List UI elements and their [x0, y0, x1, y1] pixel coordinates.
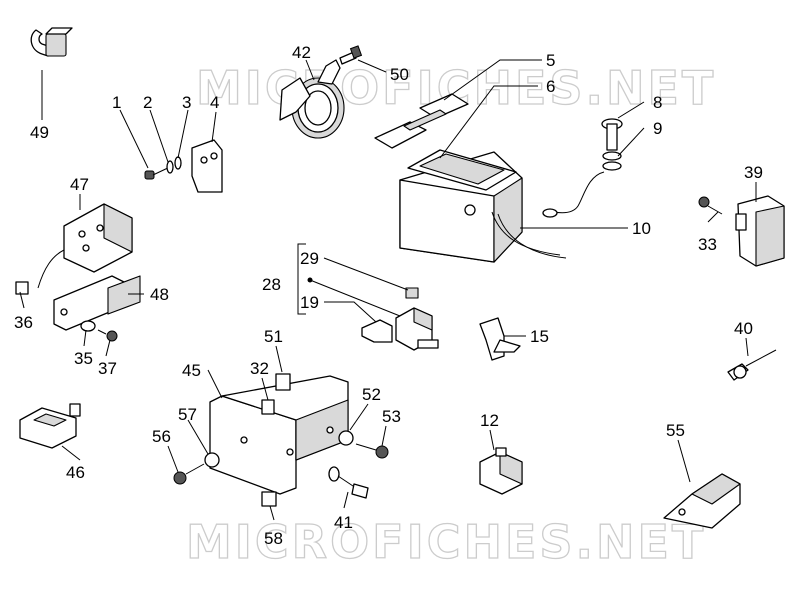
callout-8: 8 [653, 93, 662, 112]
part-51-clip [275, 373, 291, 391]
part-50-bolt [339, 45, 363, 65]
part-33-screw [698, 196, 723, 215]
callout-3: 3 [182, 93, 191, 112]
part-5-battery-strap [374, 93, 469, 149]
callout-47: 47 [70, 175, 89, 194]
callout-50: 50 [390, 65, 409, 84]
callout-36: 36 [14, 313, 33, 332]
callout-32: 32 [250, 359, 269, 378]
part-32-clip [261, 399, 275, 415]
part-36-nut [15, 281, 29, 295]
part-4-bracket [191, 139, 223, 193]
part-48-mounting-plate [53, 275, 141, 331]
callout-52: 52 [362, 385, 381, 404]
callout-15: 15 [530, 327, 549, 346]
part-45-main-bracket [209, 375, 349, 495]
part-12-relay [479, 447, 523, 495]
callout-4: 4 [210, 93, 219, 112]
callout-51: 51 [264, 327, 283, 346]
callout-40: 40 [734, 319, 753, 338]
part-42-horn [279, 59, 345, 139]
part-55-bracket [663, 473, 741, 529]
callout-10: 10 [632, 219, 651, 238]
part-35-washer [80, 320, 96, 332]
part-8-bolt [601, 118, 623, 151]
callout-9: 9 [653, 119, 662, 138]
leader-lines [19, 59, 757, 521]
callouts: 49 1 2 3 4 42 50 5 6 8 9 10 39 33 47 48 … [14, 43, 763, 548]
part-49-clip [30, 27, 73, 57]
part-58-clip [261, 491, 277, 507]
callout-33: 33 [698, 235, 717, 254]
part-29-fuse [405, 287, 419, 299]
part-52-washer [338, 430, 354, 446]
fuse-box-dot [307, 277, 313, 283]
part-9-washer [602, 151, 622, 171]
callout-6: 6 [546, 77, 555, 96]
part-57-washer [204, 452, 220, 468]
callout-53: 53 [382, 407, 401, 426]
callout-29: 29 [300, 249, 319, 268]
callout-5: 5 [546, 51, 555, 70]
callout-56: 56 [152, 427, 171, 446]
part-39-module [735, 195, 785, 267]
part-2-3-washers [166, 156, 182, 174]
callout-48: 48 [150, 285, 169, 304]
part-41-bolt [328, 466, 369, 499]
part-53-screw [355, 443, 389, 459]
part-10-battery-cable [542, 171, 605, 218]
part-28-fuse-box [395, 307, 439, 351]
callout-39: 39 [744, 163, 763, 182]
callout-28: 28 [262, 275, 281, 294]
callout-37: 37 [98, 359, 117, 378]
callout-58: 58 [264, 529, 283, 548]
part-37-screw [97, 329, 118, 342]
callout-2: 2 [143, 93, 152, 112]
callout-35: 35 [74, 349, 93, 368]
part-40-bolt [727, 349, 777, 381]
part-56-screw [173, 463, 205, 485]
callout-57: 57 [178, 405, 197, 424]
part-47-regulator [37, 203, 133, 289]
callout-42: 42 [292, 43, 311, 62]
watermark-bottom: MICROFICHES.NET [186, 515, 706, 569]
part-15-bracket [479, 317, 521, 361]
part-6-battery [399, 149, 567, 263]
callout-1: 1 [112, 93, 121, 112]
callout-19: 19 [300, 293, 319, 312]
callout-12: 12 [480, 411, 499, 430]
callout-46: 46 [66, 463, 85, 482]
callout-41: 41 [334, 513, 353, 532]
part-46-rubber-holder [19, 403, 81, 449]
callout-49: 49 [30, 123, 49, 142]
callout-55: 55 [666, 421, 685, 440]
callout-45: 45 [182, 361, 201, 380]
part-19-holder [361, 319, 393, 343]
